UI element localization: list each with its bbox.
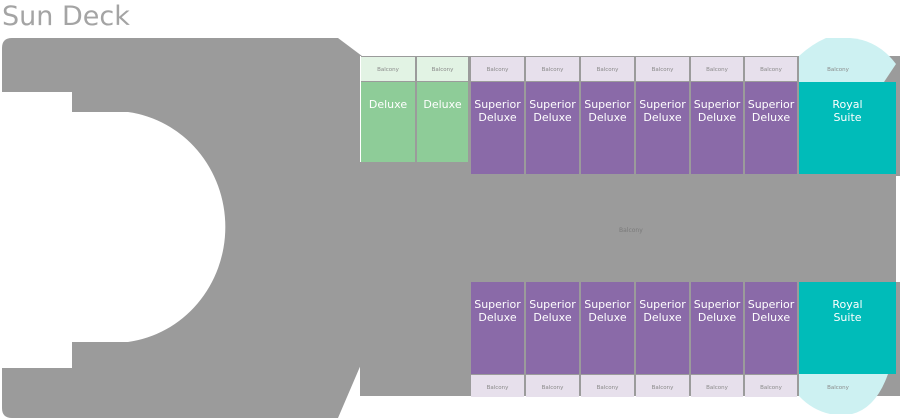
balcony-label: Balcony — [745, 57, 797, 81]
balcony-label: Balcony — [581, 57, 634, 81]
ship-hull — [2, 38, 362, 418]
balcony-label: Balcony — [691, 375, 743, 397]
balcony-label: Balcony — [471, 57, 524, 81]
gutter — [360, 56, 361, 162]
balcony-label: Balcony — [417, 57, 468, 81]
royal-balcony-bottom-shape — [799, 374, 888, 414]
balcony-label: Balcony — [636, 57, 689, 81]
balcony-label: Balcony — [526, 57, 579, 81]
balcony-label: Balcony — [471, 375, 524, 397]
balcony-label: Balcony — [691, 57, 743, 81]
balcony-label: Balcony — [827, 385, 849, 391]
cabin-deluxe[interactable]: Deluxe — [361, 82, 415, 162]
balcony-label: Balcony — [526, 375, 579, 397]
balcony-label: Balcony — [361, 57, 415, 81]
deck-title: Sun Deck — [2, 1, 130, 32]
balcony-label: Balcony — [581, 375, 634, 397]
balcony-label: Balcony — [827, 67, 849, 73]
royal-balcony-top-shape — [799, 38, 896, 82]
balcony-label: Balcony — [745, 375, 797, 397]
balcony-label: Balcony — [636, 375, 689, 397]
corridor-strip — [360, 176, 896, 282]
cabin-deluxe[interactable]: Deluxe — [417, 82, 468, 162]
corridor-label: Balcony — [619, 227, 643, 234]
